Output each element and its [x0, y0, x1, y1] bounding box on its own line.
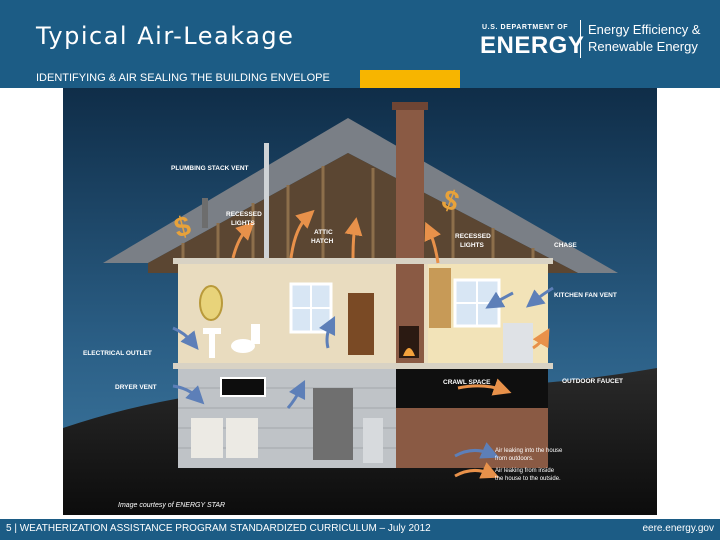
footer-curriculum-text: 5 | WEATHERIZATION ASSISTANCE PROGRAM ST…	[6, 523, 431, 534]
illustration-legend: Air leaking into the house from outdoors…	[454, 442, 563, 482]
attic-space	[148, 153, 578, 273]
label-recessed-lights-left-2: LIGHTS	[231, 220, 255, 227]
subtitle-bar-right	[460, 70, 720, 88]
legend-inflow-line1: Air leaking into the house	[495, 448, 563, 454]
logo-dept-text: U.S. DEPARTMENT OF	[482, 24, 569, 31]
doe-eere-logo: U.S. DEPARTMENT OF ENERGY Energy Efficie…	[480, 14, 710, 60]
sink	[203, 328, 221, 334]
interior-door	[348, 293, 374, 355]
logo-eere-line2: Renewable Energy	[588, 39, 698, 54]
legend-outflow-line2: the house to the outside.	[495, 476, 561, 482]
legend-outflow-arrow	[454, 462, 500, 479]
legend-inflow-arrow	[454, 442, 500, 459]
bathroom-mirror	[199, 285, 223, 321]
accent-stripe	[360, 70, 460, 88]
footer-bar	[0, 519, 720, 540]
air-leakage-house-illustration: $ $ PLUMBING STACK VENT RECESSED LIGHTS …	[63, 88, 657, 515]
slide-subtitle: IDENTIFYING & AIR SEALING THE BUILDING E…	[36, 72, 330, 84]
crawl-space-area	[396, 368, 548, 408]
label-recessed-lights-right-1: RECESSED	[455, 233, 491, 240]
label-dryer-vent: DRYER VENT	[115, 384, 157, 391]
slide-title: Typical Air-Leakage	[36, 22, 295, 50]
label-chase: CHASE	[554, 242, 577, 249]
outflow-arrows	[231, 209, 550, 396]
legend-outflow-line1: Air leaking from inside	[495, 468, 555, 474]
label-attic-hatch-2: HATCH	[311, 238, 334, 245]
inflow-arrows	[172, 286, 554, 409]
label-crawl-space: CRAWL SPACE	[443, 379, 491, 386]
furnace	[313, 388, 353, 460]
kitchen-appliance	[503, 323, 533, 363]
kitchen-cabinet	[429, 268, 451, 328]
label-electrical-outlet: ELECTRICAL OUTLET	[83, 350, 152, 357]
fireplace	[399, 326, 419, 358]
header-bar	[0, 0, 720, 70]
logo-eere-line1: Energy Efficiency &	[588, 22, 701, 37]
label-recessed-lights-left-1: RECESSED	[226, 211, 262, 218]
logo-energy-text: ENERGY	[480, 32, 585, 59]
water-heater	[363, 418, 383, 463]
dryer	[226, 418, 258, 458]
label-recessed-lights-right-2: LIGHTS	[460, 242, 484, 249]
footer-website-link[interactable]: eere.energy.gov	[642, 523, 714, 534]
toilet	[231, 339, 255, 353]
washer	[191, 418, 223, 458]
foundation-wall	[396, 408, 548, 468]
vent-pipe	[202, 198, 208, 228]
basement-window	[220, 377, 266, 397]
image-credit: Image courtesy of ENERGY STAR	[118, 502, 225, 509]
label-plumbing-stack-vent: PLUMBING STACK VENT	[171, 165, 249, 172]
label-attic-hatch-1: ATTIC	[314, 229, 333, 236]
legend-inflow-line2: from outdoors.	[495, 456, 534, 462]
label-outdoor-faucet: OUTDOOR FAUCET	[562, 378, 623, 385]
label-kitchen-fan-vent: KITCHEN FAN VENT	[554, 292, 617, 299]
logo-divider	[580, 20, 581, 58]
roof-edge	[103, 118, 618, 273]
